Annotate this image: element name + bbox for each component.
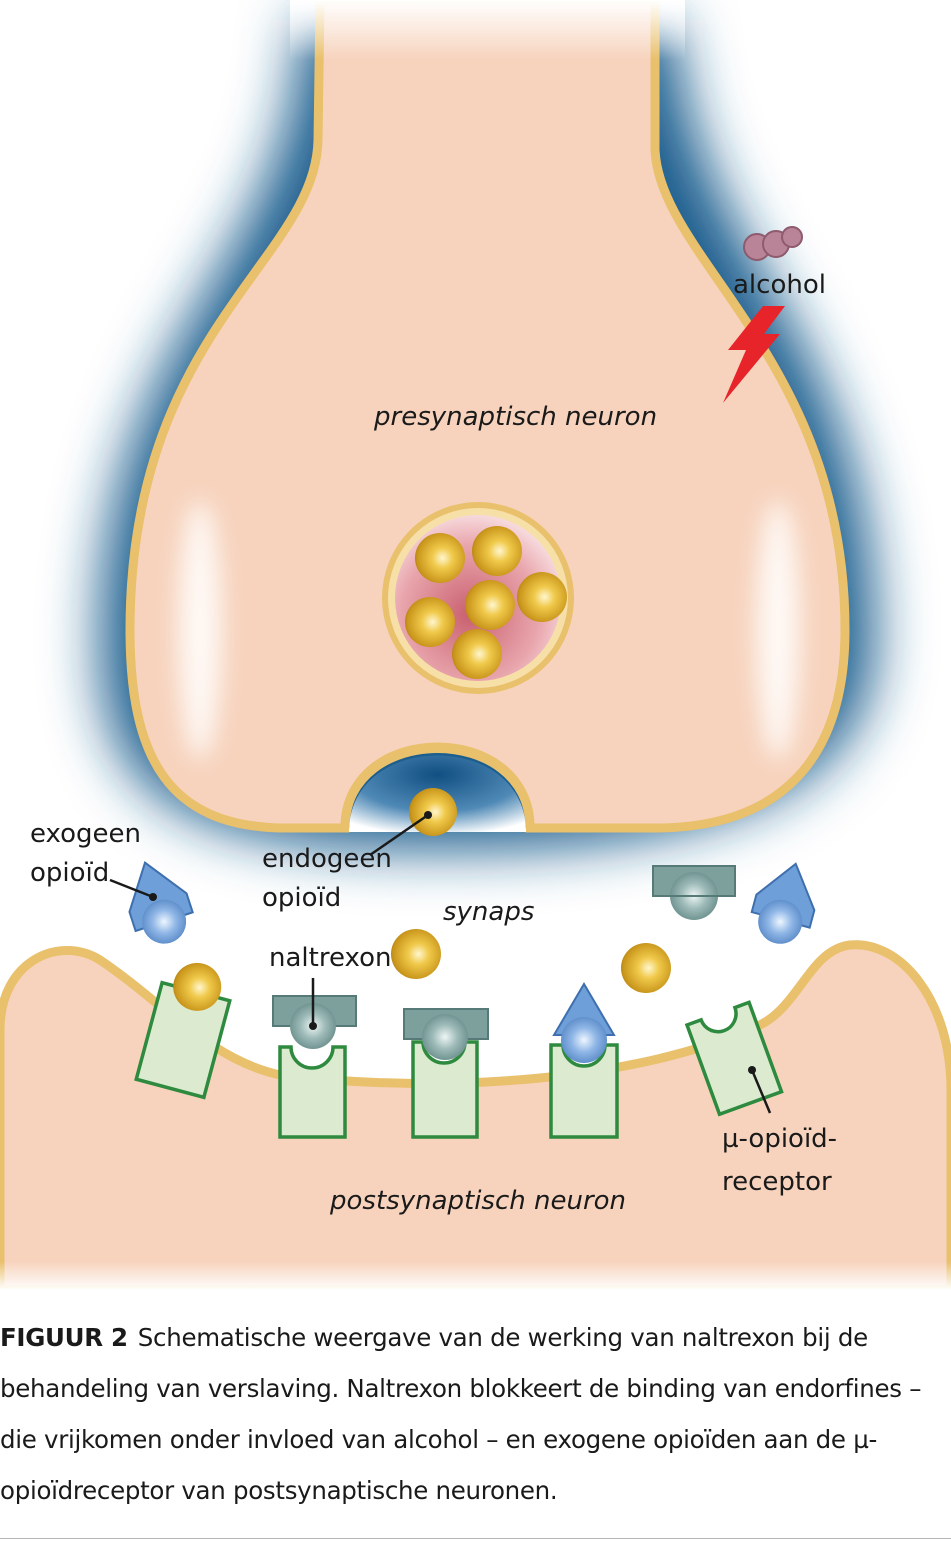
vesicle-opioid-ball	[465, 580, 515, 630]
synapse-label: synaps	[443, 897, 534, 927]
endogenous-opioid-label-line1: endogeen	[262, 844, 392, 874]
lightning-bolt-icon	[723, 306, 785, 403]
vesicle-opioid-ball	[405, 597, 455, 647]
endogenous-leader-line	[369, 813, 429, 857]
exogenous-opioid-label-line2: opioïd	[30, 858, 109, 888]
vesicle-opioid-ball	[517, 572, 567, 622]
endogenous-opioid-released	[409, 788, 457, 836]
vesicle	[382, 502, 574, 694]
bound-exogenous-opioid	[552, 982, 616, 1063]
caption-text: Schematische weergave van de werking van…	[0, 1323, 922, 1505]
mu-opioid-receptor	[278, 1045, 347, 1139]
receptor-label-line2: receptor	[722, 1167, 832, 1197]
endogenous-opioid-label-line2: opioïd	[262, 883, 341, 913]
bottom-divider	[0, 1538, 951, 1539]
synapse-diagram: alcohol presynaptisch neuron exogeen opi…	[0, 0, 951, 1290]
vesicle-opioid-ball	[472, 526, 522, 576]
figure-number: FIGUUR 2	[0, 1323, 128, 1352]
free-exogenous-opioid	[128, 861, 194, 944]
alcohol-molecule-icon	[743, 226, 803, 261]
receptor-label-line1: µ-opioïd-	[722, 1124, 837, 1154]
free-naltrexone	[652, 865, 736, 920]
free-endogenous-opioid	[621, 943, 671, 993]
vesicle-opioid-ball	[452, 629, 502, 679]
free-endogenous-opioid	[391, 929, 441, 979]
receptor-leader-line	[750, 1069, 772, 1114]
alcohol-label: alcohol	[733, 270, 826, 300]
bound-naltrexone	[403, 1008, 489, 1060]
mu-opioid-receptor	[134, 962, 232, 1100]
vesicle-opioid-ball	[415, 533, 465, 583]
exogenous-leader-line	[109, 878, 154, 899]
postsynaptic-neuron-label: postsynaptisch neuron	[329, 1186, 626, 1216]
presynaptic-neuron-label: presynaptisch neuron	[373, 402, 657, 432]
bound-naltrexone	[272, 995, 357, 1049]
presynaptic-neuron	[125, 0, 850, 833]
exogenous-opioid-label-line1: exogeen	[30, 819, 141, 849]
free-exogenous-opioid	[750, 862, 816, 944]
naltrexone-label: naltrexon	[269, 943, 391, 973]
